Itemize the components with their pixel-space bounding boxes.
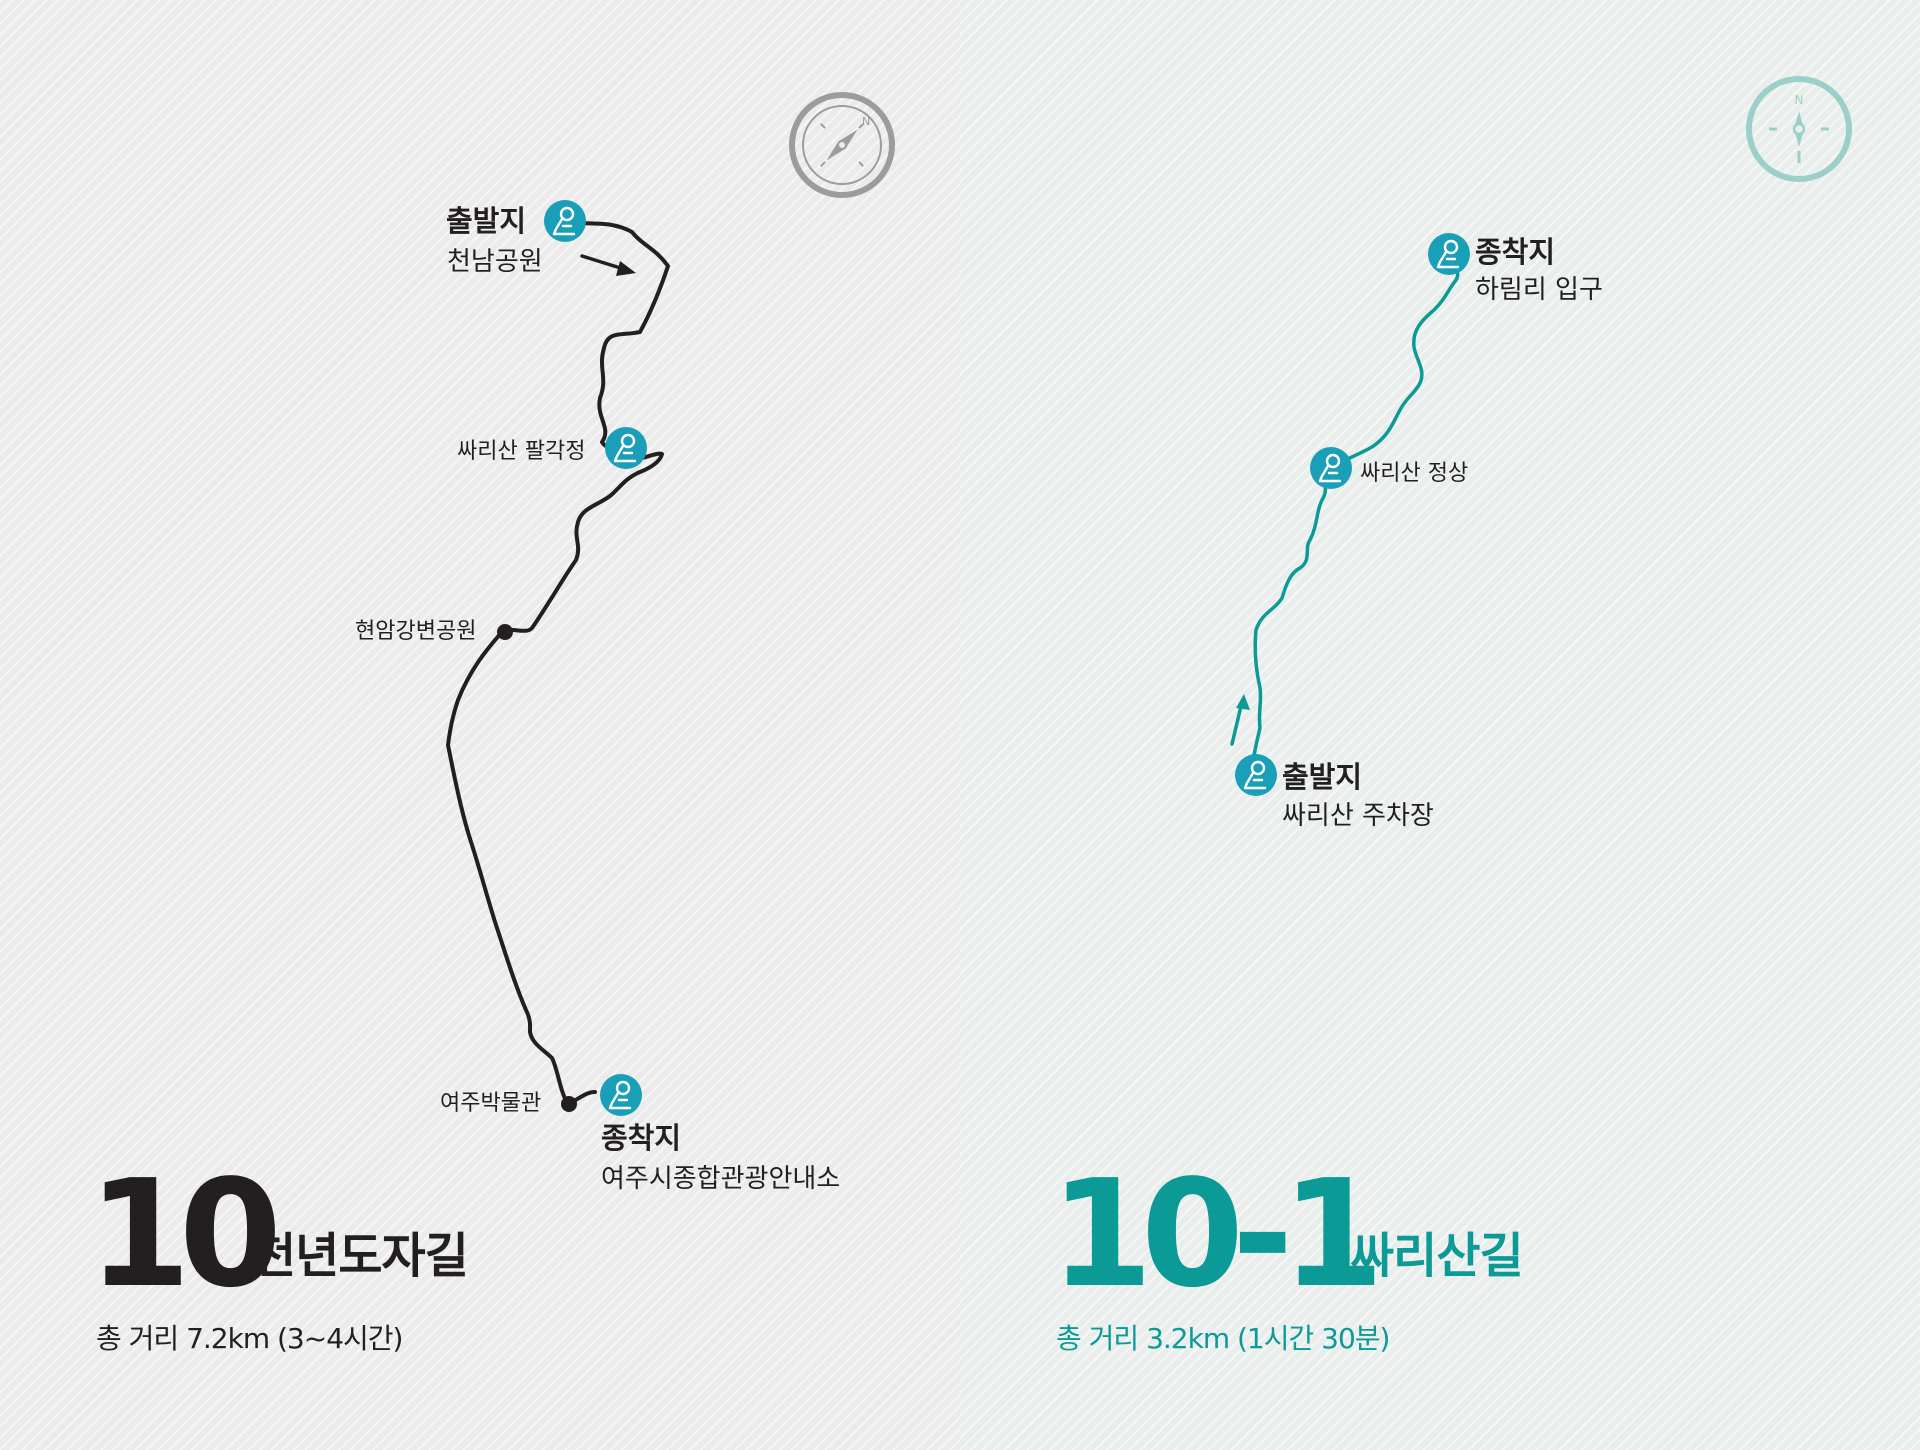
- compass-icon: N: [789, 92, 895, 198]
- waypoint-marker-icon: [1309, 446, 1353, 490]
- waypoint-marker-icon: [604, 426, 648, 470]
- compass-icon: N: [1746, 76, 1852, 182]
- route-10-1-panel: N 종착지 하림리 입구 싸리산 정상 출발지 싸리산 주차장 10-1 싸리산…: [960, 0, 1920, 1450]
- start-marker-icon: [1234, 753, 1278, 797]
- end-title: 종착지: [1475, 235, 1556, 269]
- end-name: 하림리 입구: [1475, 275, 1603, 305]
- start-name: 천남공원: [447, 247, 543, 277]
- direction-arrow-icon: [580, 254, 636, 276]
- waypoint-label: 싸리산 팔각정: [457, 439, 586, 464]
- route-name: 싸리산길: [1350, 1228, 1524, 1284]
- start-marker-icon: [543, 199, 587, 243]
- direction-arrow-icon: [1230, 694, 1250, 746]
- start-title: 출발지: [446, 204, 527, 238]
- waypoint-label: 현암강변공원: [355, 619, 477, 644]
- end-name: 여주시종합관광안내소: [601, 1164, 841, 1194]
- svg-text:N: N: [862, 115, 870, 128]
- route-number: 10: [88, 1148, 282, 1320]
- compass-north-label: N: [1795, 93, 1804, 107]
- route-10-path: [446, 220, 670, 1106]
- route-number: 10-1: [1050, 1148, 1384, 1320]
- route-10-map: N: [446, 92, 895, 1117]
- route-distance: 총 거리 7.2km (3~4시간): [96, 1322, 403, 1355]
- end-title: 종착지: [601, 1121, 682, 1155]
- start-name: 싸리산 주차장: [1282, 801, 1434, 831]
- waypoint-dot: [561, 1096, 577, 1112]
- route-10-1-map: N: [1230, 76, 1852, 797]
- route-10-1-path: [1251, 254, 1460, 778]
- route-distance: 총 거리 3.2km (1시간 30분): [1056, 1322, 1390, 1355]
- end-marker-icon: [1427, 232, 1471, 276]
- route-name: 천년도자길: [252, 1228, 469, 1284]
- waypoint-label: 싸리산 정상: [1360, 461, 1469, 486]
- route-10-panel: N 출발지 천남공원 싸리산 팔각정 현암강변공원 여주박물관 종착지 여주시종…: [0, 0, 960, 1450]
- end-marker-icon: [599, 1073, 643, 1117]
- start-title: 출발지: [1282, 760, 1363, 794]
- waypoint-label: 여주박물관: [440, 1091, 542, 1116]
- waypoint-dot: [497, 624, 513, 640]
